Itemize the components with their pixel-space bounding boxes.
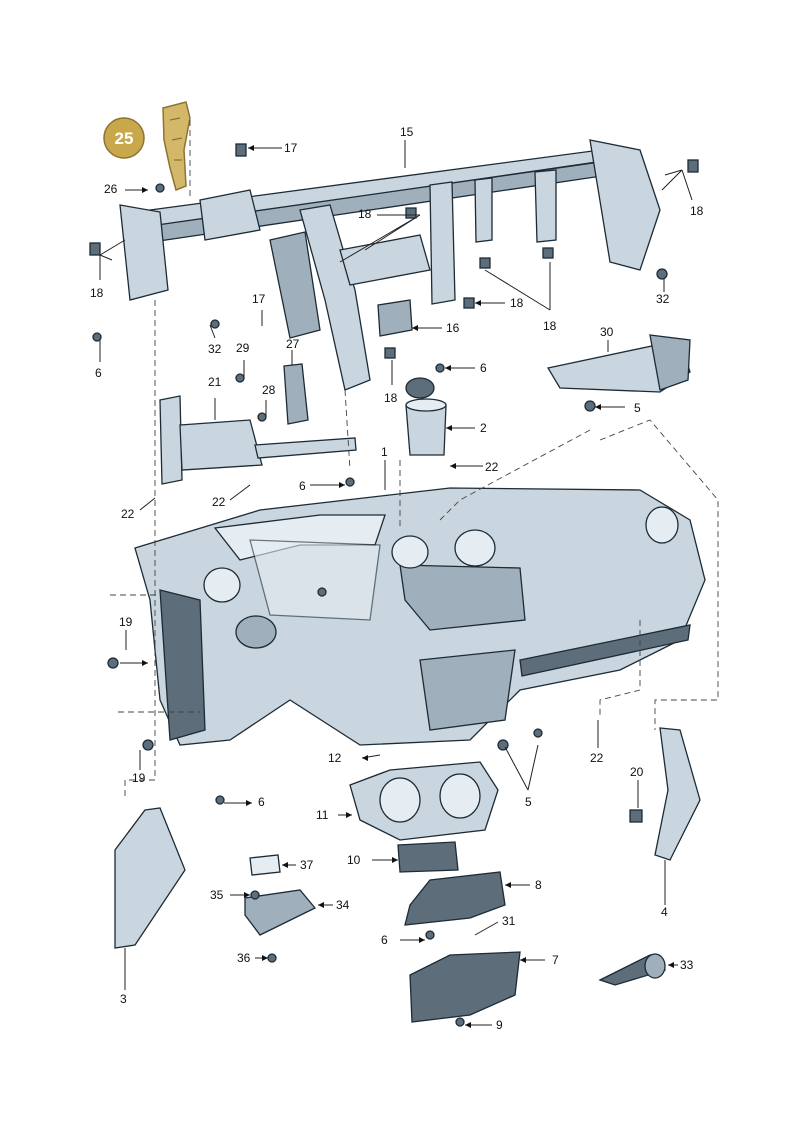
callout-3[interactable]: 3 — [120, 992, 127, 1006]
callout-31[interactable]: 31 — [502, 914, 516, 928]
callout-33[interactable]: 33 — [680, 958, 694, 972]
callout-5-top[interactable]: 5 — [634, 401, 641, 415]
part-4-side-panel[interactable] — [654, 727, 701, 861]
callout-27[interactable]: 27 — [286, 337, 300, 351]
callout-36[interactable]: 36 — [237, 951, 251, 965]
part-33-tape-roll[interactable] — [598, 953, 667, 986]
arrowheads — [142, 145, 674, 1028]
part-7-lower-cover[interactable] — [409, 951, 521, 1023]
callout-25-label: 25 — [115, 129, 134, 148]
callout-18-center[interactable]: 18 — [358, 207, 372, 221]
clips-18 — [89, 143, 699, 359]
callout-4[interactable]: 4 — [661, 905, 668, 919]
part-25-highlighted[interactable] — [162, 101, 191, 192]
callout-18-left[interactable]: 18 — [90, 286, 104, 300]
callout-18-lower[interactable]: 18 — [543, 319, 557, 333]
callout-22-right[interactable]: 22 — [590, 751, 604, 765]
part-21-bracket[interactable] — [159, 395, 357, 485]
part-3-side-cover[interactable] — [114, 807, 186, 949]
callout-labels: 15 17 26 18 18 18 32 17 18 18 16 32 30 2… — [90, 125, 704, 1032]
callout-18-right[interactable]: 18 — [690, 204, 704, 218]
part-1-dashboard[interactable] — [134, 487, 706, 746]
callout-19-top[interactable]: 19 — [119, 615, 133, 629]
part-30-bracket[interactable] — [546, 334, 691, 393]
callout-16[interactable]: 16 — [446, 321, 460, 335]
callout-11[interactable]: 11 — [316, 808, 329, 822]
part-11-cluster-surround[interactable] — [349, 761, 499, 841]
callout-28[interactable]: 28 — [262, 383, 276, 397]
callout-18-bottom[interactable]: 18 — [384, 391, 398, 405]
callout-8[interactable]: 8 — [535, 878, 542, 892]
callout-6-dash[interactable]: 6 — [299, 479, 306, 493]
callout-22-mid[interactable]: 22 — [212, 495, 226, 509]
callout-17-top[interactable]: 17 — [284, 141, 298, 155]
screws — [92, 183, 668, 1027]
part-10-trim[interactable] — [397, 841, 459, 873]
callout-22-switch[interactable]: 22 — [485, 460, 499, 474]
callout-32-right[interactable]: 32 — [656, 292, 670, 306]
callout-26[interactable]: 26 — [104, 182, 118, 196]
callout-32-left[interactable]: 32 — [208, 342, 222, 356]
part-20-clip[interactable] — [629, 809, 643, 823]
callout-6-lower[interactable]: 6 — [258, 795, 265, 809]
part-16-bracket[interactable] — [377, 299, 413, 337]
callout-18-mid[interactable]: 18 — [510, 296, 524, 310]
part-27-panel[interactable] — [283, 363, 309, 425]
callout-19-bottom[interactable]: 19 — [132, 771, 146, 785]
part-34-cover[interactable] — [244, 889, 317, 936]
callout-21[interactable]: 21 — [208, 375, 222, 389]
callout-5-bottom[interactable]: 5 — [525, 795, 532, 809]
assembly-lines — [110, 120, 719, 800]
callout-25-badge[interactable]: 25 — [103, 117, 145, 159]
callout-2[interactable]: 2 — [480, 421, 487, 435]
callout-29[interactable]: 29 — [236, 341, 250, 355]
callout-15[interactable]: 15 — [400, 125, 414, 139]
part-8-steering-cover[interactable] — [404, 871, 506, 926]
callout-35[interactable]: 35 — [210, 888, 224, 902]
callout-10[interactable]: 10 — [347, 853, 361, 867]
callout-17-mid[interactable]: 17 — [252, 292, 266, 306]
callout-30[interactable]: 30 — [600, 325, 614, 339]
callout-20[interactable]: 20 — [630, 765, 644, 779]
callout-1[interactable]: 1 — [381, 445, 388, 459]
callout-7[interactable]: 7 — [552, 953, 559, 967]
part-15-crossmember[interactable] — [119, 139, 661, 391]
part-2-switch[interactable] — [405, 377, 447, 456]
callout-34[interactable]: 34 — [336, 898, 350, 912]
callout-9[interactable]: 9 — [496, 1018, 503, 1032]
callout-6-switch[interactable]: 6 — [480, 361, 487, 375]
callout-6-left[interactable]: 6 — [95, 366, 102, 380]
callout-37[interactable]: 37 — [300, 858, 314, 872]
callout-12[interactable]: 12 — [328, 751, 342, 765]
callout-22-left[interactable]: 22 — [121, 507, 135, 521]
part-37-clip[interactable] — [249, 854, 281, 876]
callout-6-steering[interactable]: 6 — [381, 933, 388, 947]
